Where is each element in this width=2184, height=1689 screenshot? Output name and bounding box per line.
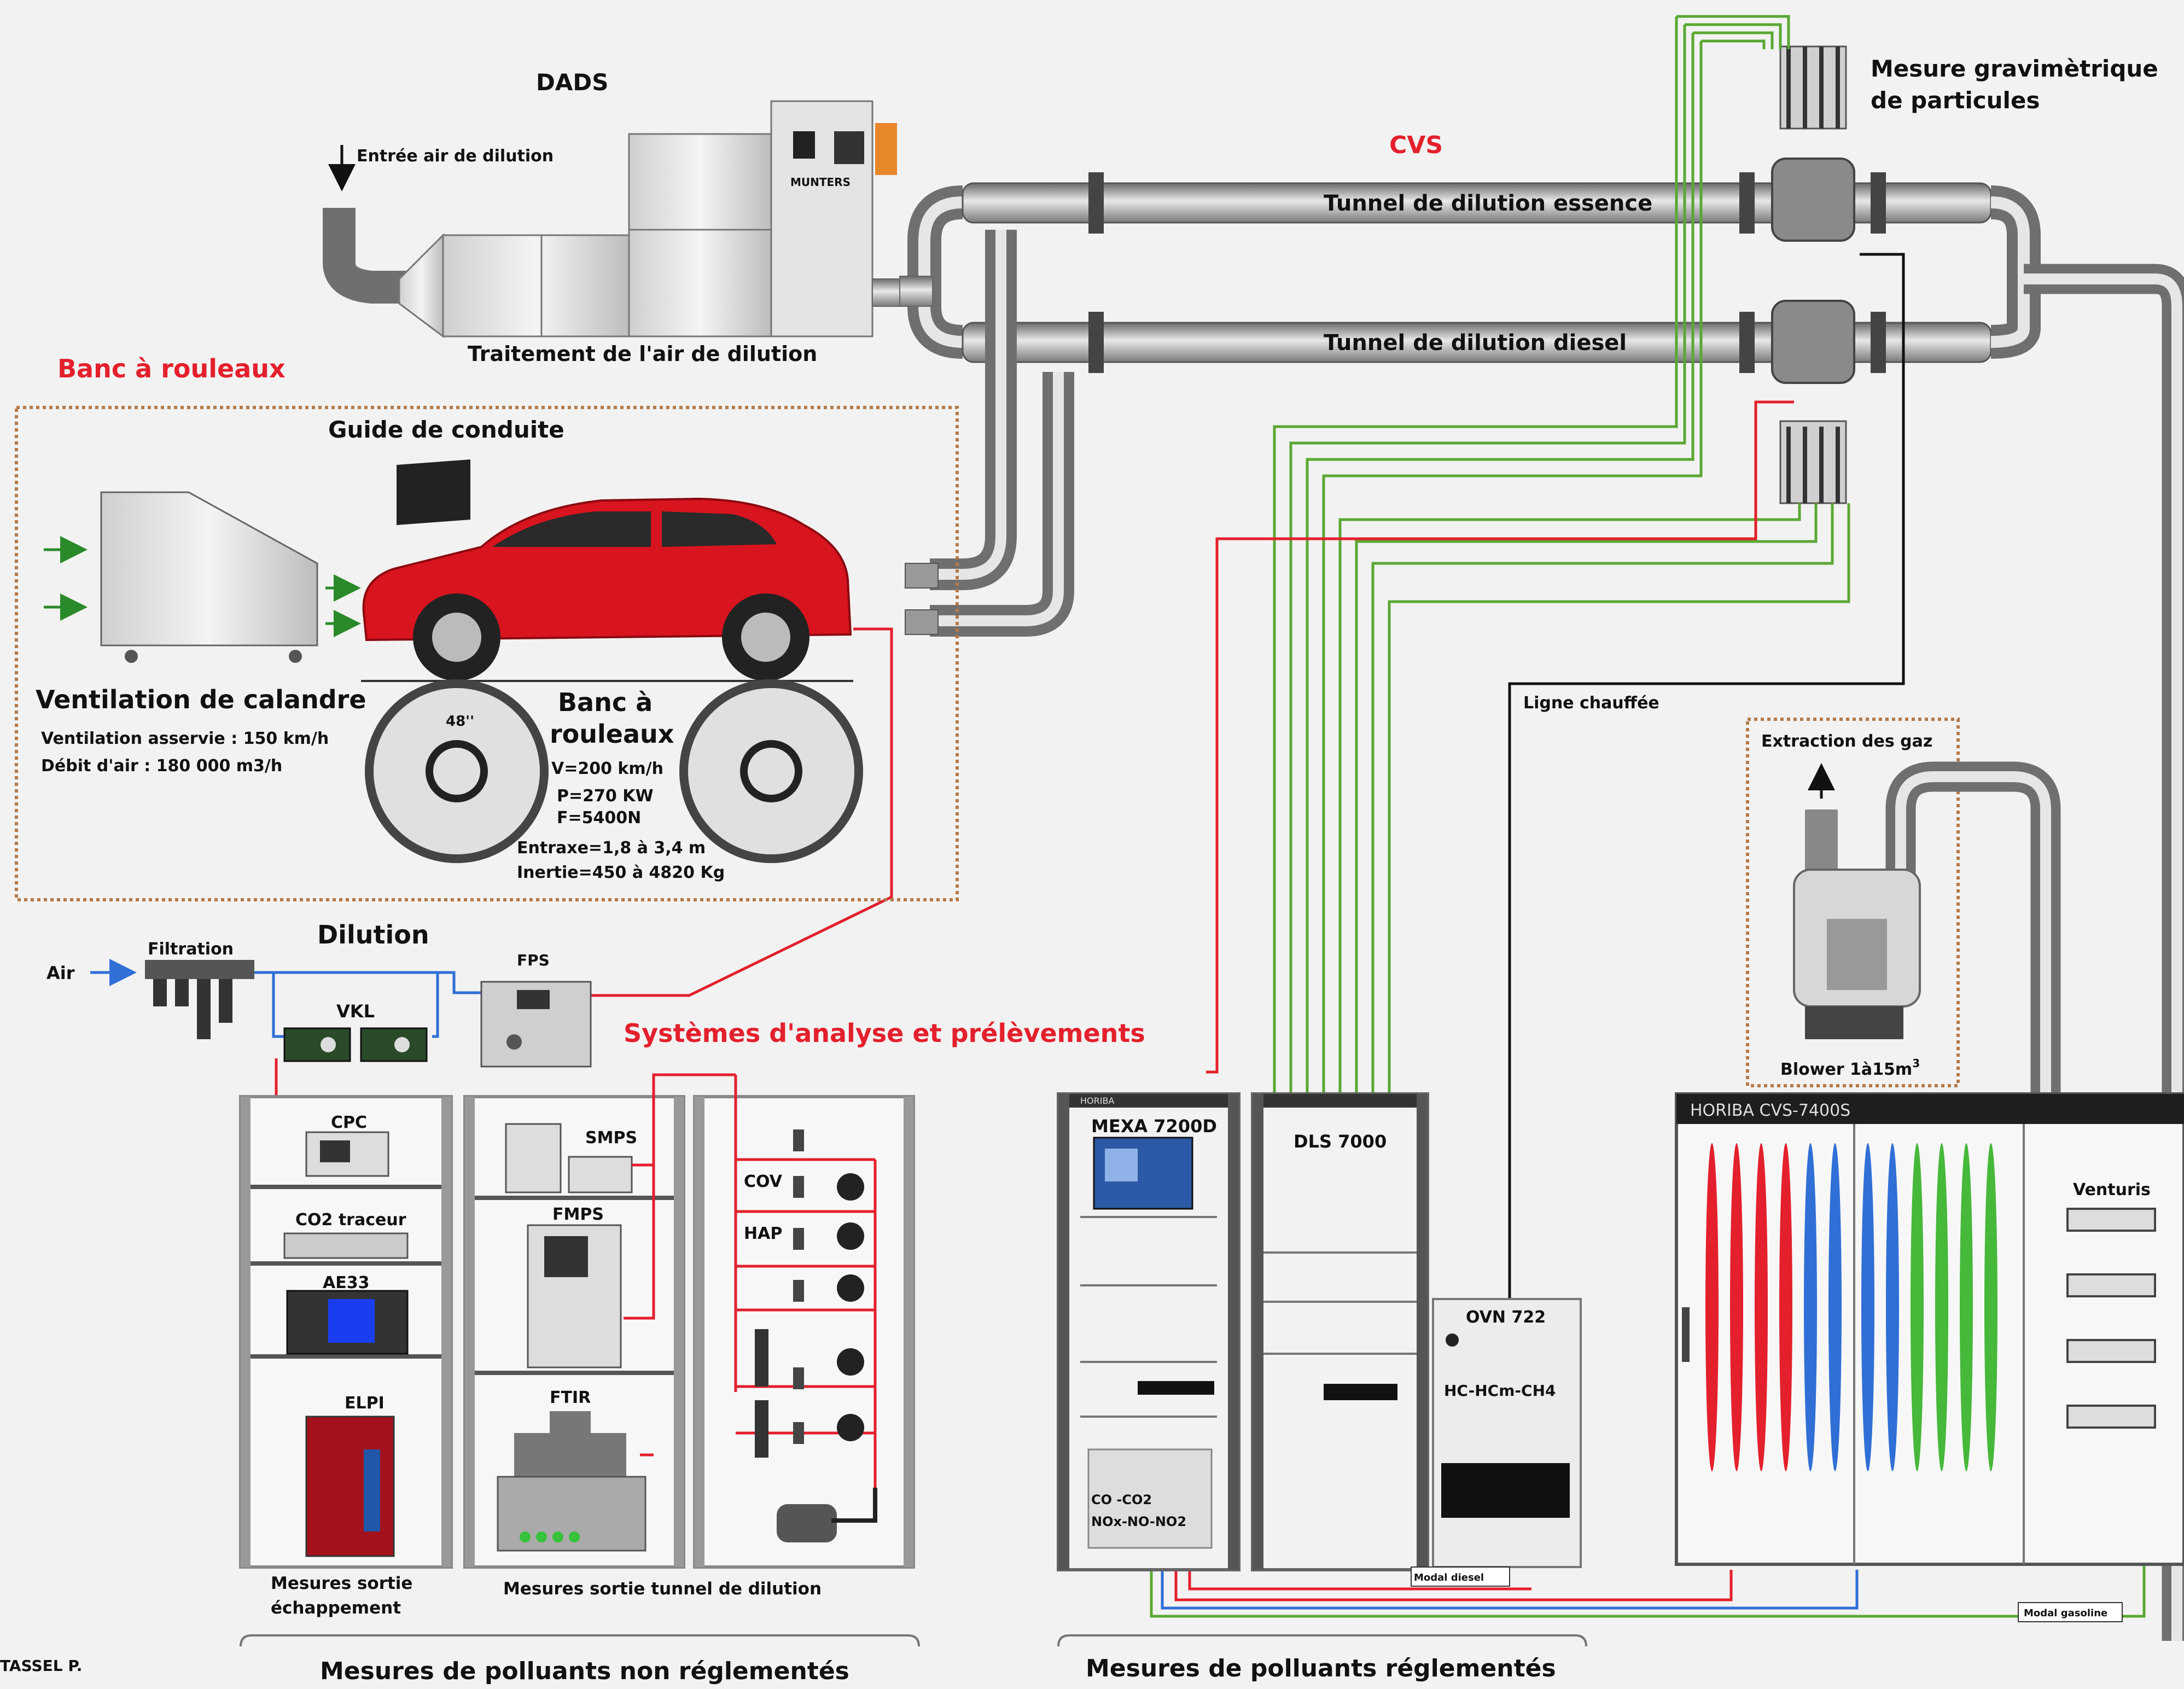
blower-label: Blower 1à15m3 [1780, 1057, 1920, 1079]
particle-filter-holders-bottom [1779, 420, 1847, 504]
fmps-label: FMPS [552, 1205, 604, 1224]
bench-title: Banc à rouleaux [57, 354, 286, 383]
regulated-caption: Mesures de polluants réglementés [1086, 1655, 1556, 1682]
exhaust-rack: CPC CO2 traceur AE33 ELPI Mesures sortie… [239, 1095, 453, 1618]
ventilation-title: Ventilation de calandre [36, 685, 366, 714]
ventilation-line2: Débit d'air : 180 000 m3/h [41, 756, 282, 776]
horiba-cvs-unit: HORIBA CVS-7400S Venturis Modal gasoline [1675, 1092, 2184, 1622]
roller-size-label: 48'' [446, 713, 474, 730]
extraction-label: Extraction des gaz [1761, 732, 1932, 751]
author-label: TASSEL P. [0, 1657, 82, 1675]
tunnel-gasoline-label: Tunnel de dilution essence [1324, 191, 1652, 216]
ventilation-line1: Ventilation asservie : 150 km/h [41, 729, 329, 748]
driver-screen-icon [397, 459, 470, 525]
blower-sup: 3 [1912, 1057, 1920, 1070]
dyno-title-line2: rouleaux [550, 719, 674, 749]
dyno-title-line1: Banc à [558, 688, 653, 717]
exhaust-caption-line2: échappement [271, 1598, 401, 1618]
dads-treatment-label: Traitement de l'air de dilution [468, 342, 817, 366]
fan-unit [100, 491, 318, 647]
mexa-rack: HORIBA MEXA 7200D CO -CO2 NOx-NO-NO2 [1057, 1092, 1240, 1571]
dads-inlet-pipe [323, 208, 416, 304]
mexa-gases-line2: NOx-NO-NO2 [1091, 1514, 1186, 1529]
ovn-gases-label: HC-HCm-CH4 [1444, 1382, 1556, 1400]
dads-title: DADS [536, 69, 608, 96]
cvs-title: CVS [1389, 131, 1443, 159]
ovn-unit: OVN 722 HC-HCm-CH4 Modal diesel [1411, 1298, 1582, 1587]
co2-tracer-label: CO2 traceur [295, 1210, 406, 1230]
filtration-label: Filtration [148, 940, 234, 959]
car-icon [362, 497, 852, 681]
particle-label-line1: Mesure gravimètrique [1871, 55, 2158, 82]
exhaust-caption-line1: Mesures sortie [271, 1574, 412, 1593]
dads-inlet-label: Entrée air de dilution [357, 147, 554, 166]
dilution-system: Dilution Air Filtration VKL FPS Systèmes… [46, 920, 1145, 1407]
dads-unit: DADS Entrée air de dilution MUNTERS Trai… [323, 69, 911, 366]
hap-label: HAP [744, 1224, 782, 1243]
heated-line-label: Ligne chauffée [1523, 694, 1659, 713]
modal-diesel-label: Modal diesel [1414, 1572, 1484, 1583]
venturis-label: Venturis [2073, 1180, 2151, 1199]
smps-label: SMPS [585, 1128, 637, 1148]
mexa-gases-line1: CO -CO2 [1091, 1492, 1152, 1507]
tunnel-exit-rack: SMPS FMPS FTIR Mesures sortie tunnel de … [463, 1073, 822, 1599]
particle-filter-holders-top [1779, 45, 1847, 130]
blower-text: Blower 1à15m [1780, 1060, 1912, 1079]
dyno-wheelbase: Entraxe=1,8 à 3,4 m [517, 838, 706, 858]
vkl-label: VKL [336, 1001, 375, 1022]
bottom-captions: TASSEL P. Mesures de polluants non régle… [0, 1634, 1587, 1685]
tunnel-diesel-label: Tunnel de dilution diesel [1324, 330, 1627, 356]
dyno-inertia: Inertie=450 à 4820 Kg [517, 863, 725, 882]
sampler-rack: COV HAP [693, 1075, 915, 1569]
cpc-label: CPC [331, 1113, 367, 1132]
elpi-label: ELPI [345, 1394, 385, 1413]
cov-label: COV [744, 1172, 783, 1191]
dilution-title: Dilution [317, 920, 429, 950]
munters-label: MUNTERS [790, 176, 851, 189]
air-label: Air [46, 963, 75, 983]
analysis-title: Systèmes d'analyse et prélèvements [624, 1018, 1145, 1048]
ae33-label: AE33 [323, 1273, 369, 1292]
mexa-horiba-tag: HORIBA [1080, 1096, 1114, 1106]
dls-label: DLS 7000 [1294, 1131, 1387, 1152]
tunnel-exit-caption: Mesures sortie tunnel de dilution [503, 1579, 822, 1599]
cvs-tunnels: CVS Tunnel de dilution essence Tunnel de… [899, 45, 2184, 1641]
ftir-label: FTIR [550, 1388, 591, 1407]
roller-left [365, 679, 549, 863]
unregulated-caption: Mesures de polluants non réglementés [320, 1657, 849, 1685]
dls-rack: DLS 7000 [1251, 1092, 1429, 1571]
dyno-force: F=5400N [557, 808, 641, 828]
mexa-label: MEXA 7200D [1091, 1116, 1217, 1137]
roller-bench: Banc à rouleaux Guide de conduite 48'' [15, 354, 959, 901]
extraction-blower: Extraction des gaz Blower 1à15m3 [1746, 718, 2061, 1094]
driver-guide-label: Guide de conduite [328, 416, 564, 443]
ovn-label: OVN 722 [1466, 1308, 1546, 1327]
roller-right [679, 679, 863, 863]
modal-gasoline-label: Modal gasoline [2024, 1608, 2107, 1619]
cvs-unit-label: HORIBA CVS-7400S [1690, 1101, 1850, 1120]
dyno-power: P=270 KW [557, 787, 654, 806]
fps-label: FPS [517, 951, 550, 969]
dyno-speed: V=200 km/h [551, 759, 663, 778]
particle-label-line2: de particules [1871, 87, 2040, 114]
